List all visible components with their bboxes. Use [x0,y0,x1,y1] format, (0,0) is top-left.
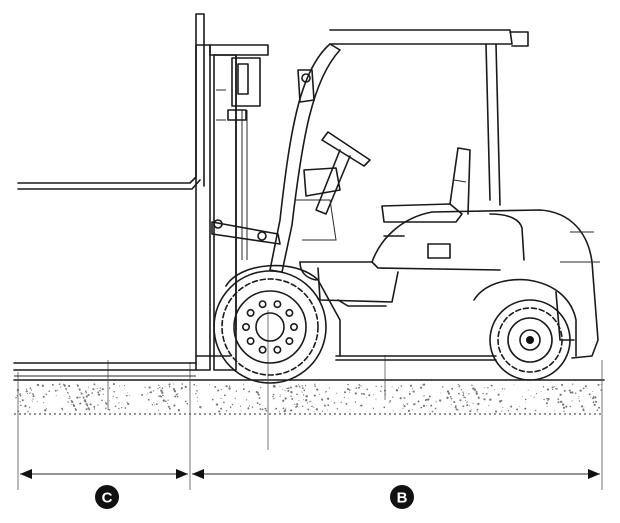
ground [13,379,605,415]
dimension-c [20,469,188,479]
front-wheel [213,270,327,384]
mast [195,44,281,371]
seat [381,147,471,223]
marker-c-label: C [102,490,113,507]
dimension-b [192,469,600,479]
marker-c: C [95,485,119,509]
marker-b-label: B [397,490,408,507]
rear-wheel [489,299,571,381]
marker-b: B [390,485,414,509]
chassis [195,209,599,361]
upper-fork [17,13,205,190]
lower-fork [13,362,197,377]
steering-wheel [296,131,371,241]
counterweight [560,231,600,263]
reference-lines [17,310,603,490]
